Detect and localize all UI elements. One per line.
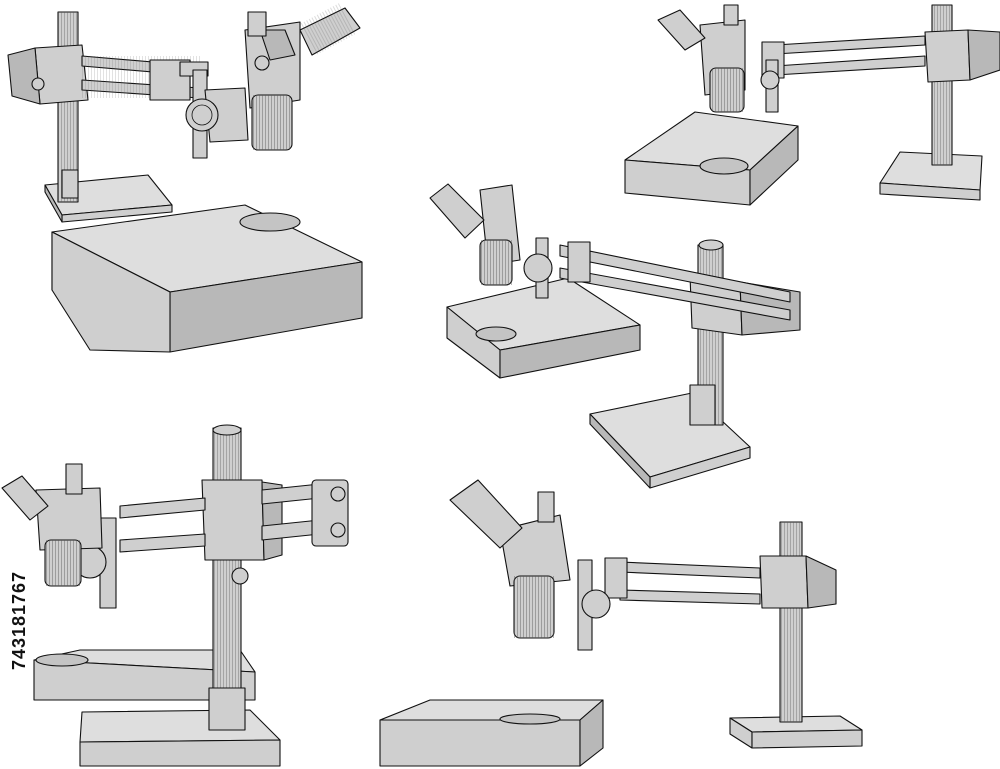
arm-clamp: [759, 555, 837, 609]
microscope-head: [449, 479, 611, 651]
stage-block: [624, 111, 799, 206]
stand-base: [729, 715, 863, 749]
stock-id-text: 743181767: [9, 570, 30, 670]
microscope-head: [1, 463, 117, 609]
stand-pillar: [208, 424, 246, 731]
arm-clamp: [7, 44, 89, 105]
microscope-view-4: [1, 424, 349, 767]
stand-base: [589, 392, 751, 489]
boom-arm: [119, 479, 349, 553]
microscope-view-1: [7, 3, 363, 353]
microscope-view-5: [379, 479, 863, 767]
microscope-view-3: [429, 183, 801, 489]
stand-base: [79, 709, 281, 767]
stock-id-label: 743181767: [4, 520, 36, 720]
boom-arm: [559, 241, 791, 321]
stand-pillar: [931, 4, 953, 166]
stand-pillar: [779, 521, 803, 723]
microscope-head: [185, 3, 361, 159]
boom-arm: [761, 35, 926, 79]
boom-arm: [604, 557, 761, 605]
boom-arm: [81, 55, 209, 101]
microscope-view-2: [624, 4, 1000, 206]
stage-block: [446, 277, 641, 379]
stage-block: [51, 204, 363, 353]
arm-clamp: [924, 29, 1000, 83]
microscope-head: [429, 183, 553, 299]
stage-block: [379, 699, 604, 767]
stage-block: [33, 649, 256, 701]
stand-base: [879, 151, 983, 201]
microscope-head: [657, 4, 780, 113]
stand-pillar: [689, 239, 724, 426]
stand-pillar: [57, 11, 79, 203]
